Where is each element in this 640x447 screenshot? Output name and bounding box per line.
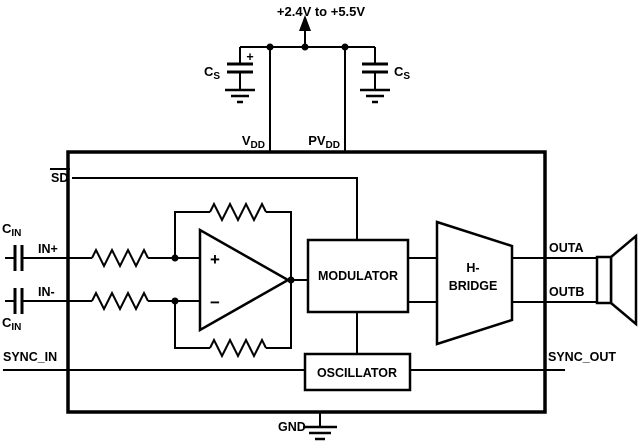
ground-icon [303, 425, 337, 441]
feedback-bottom-wire [174, 301, 210, 349]
ground-section: GND [278, 412, 337, 441]
modulator-label: MODULATOR [318, 269, 398, 283]
hbridge-trapezoid [435, 220, 514, 346]
speaker-icon [595, 233, 638, 327]
oscillator-label: OSCILLATOR [317, 366, 397, 380]
junction-dot [287, 276, 295, 284]
cs-right-label: CS [394, 64, 410, 82]
pvdd-label: PVDD [308, 133, 340, 151]
shutdown-net: SD [50, 168, 358, 240]
sync-section: SYNC_IN SYNC_OUT [3, 350, 616, 371]
in-minus-pin-label: IN- [38, 285, 55, 299]
feedback-top-resistor [209, 201, 267, 223]
hbridge-label-line2: BRIDGE [449, 279, 498, 293]
modulator-box [306, 238, 410, 314]
feedback-bottom-resistor [209, 337, 267, 359]
feedback-bottom-wire [266, 280, 292, 349]
ic-boundary [66, 150, 547, 414]
opamp-noninverting-sign: + [210, 250, 220, 269]
opamp-stage: + − [174, 201, 308, 359]
feedback-top-wire [174, 211, 210, 258]
gnd-pin-label: GND [278, 420, 306, 434]
modulator-block: MODULATOR [306, 238, 410, 314]
oscillator-block: OSCILLATOR [303, 352, 412, 392]
cs-left-label: CS [204, 64, 220, 82]
opamp-inverting-sign: − [210, 293, 220, 312]
in-plus-pin-label: IN+ [38, 242, 58, 256]
outb-pin-label: OUTB [549, 285, 584, 299]
cin-bottom-label: CIN [2, 315, 21, 333]
output-section: OUTA OUTB [512, 233, 638, 327]
hbridge-label-line1: H- [466, 261, 479, 275]
bypass-cap-right: CS [360, 47, 410, 104]
sd-wire [72, 177, 358, 240]
vdd-label: VDD [242, 133, 265, 151]
sd-pin-label: SD [51, 171, 68, 185]
junction-dot [301, 43, 309, 51]
cin-top-label: CIN [2, 221, 21, 239]
sync-out-pin-label: SYNC_OUT [548, 350, 616, 364]
in-minus-resistor [91, 290, 149, 312]
oscillator-box [303, 352, 412, 392]
speaker-driver [595, 255, 613, 305]
power-supply-section: +2.4V to +5.5V + CS [204, 4, 410, 152]
cap-polarity-plus: + [246, 50, 253, 64]
bypass-cap-left: + CS [204, 47, 255, 104]
outa-pin-label: OUTA [549, 241, 584, 255]
sync-in-pin-label: SYNC_IN [3, 350, 57, 364]
opamp-triangle [198, 227, 291, 333]
supply-voltage-label: +2.4V to +5.5V [277, 4, 365, 19]
in-plus-resistor [91, 247, 149, 269]
ground-icon [225, 88, 255, 104]
ground-icon [360, 88, 390, 104]
feedback-top-wire [266, 211, 292, 280]
speaker-cone [609, 233, 638, 327]
input-section: CIN IN+ CIN IN- [2, 221, 200, 333]
supply-arrow-icon [299, 15, 311, 31]
hbridge-block: H- BRIDGE [408, 220, 514, 346]
